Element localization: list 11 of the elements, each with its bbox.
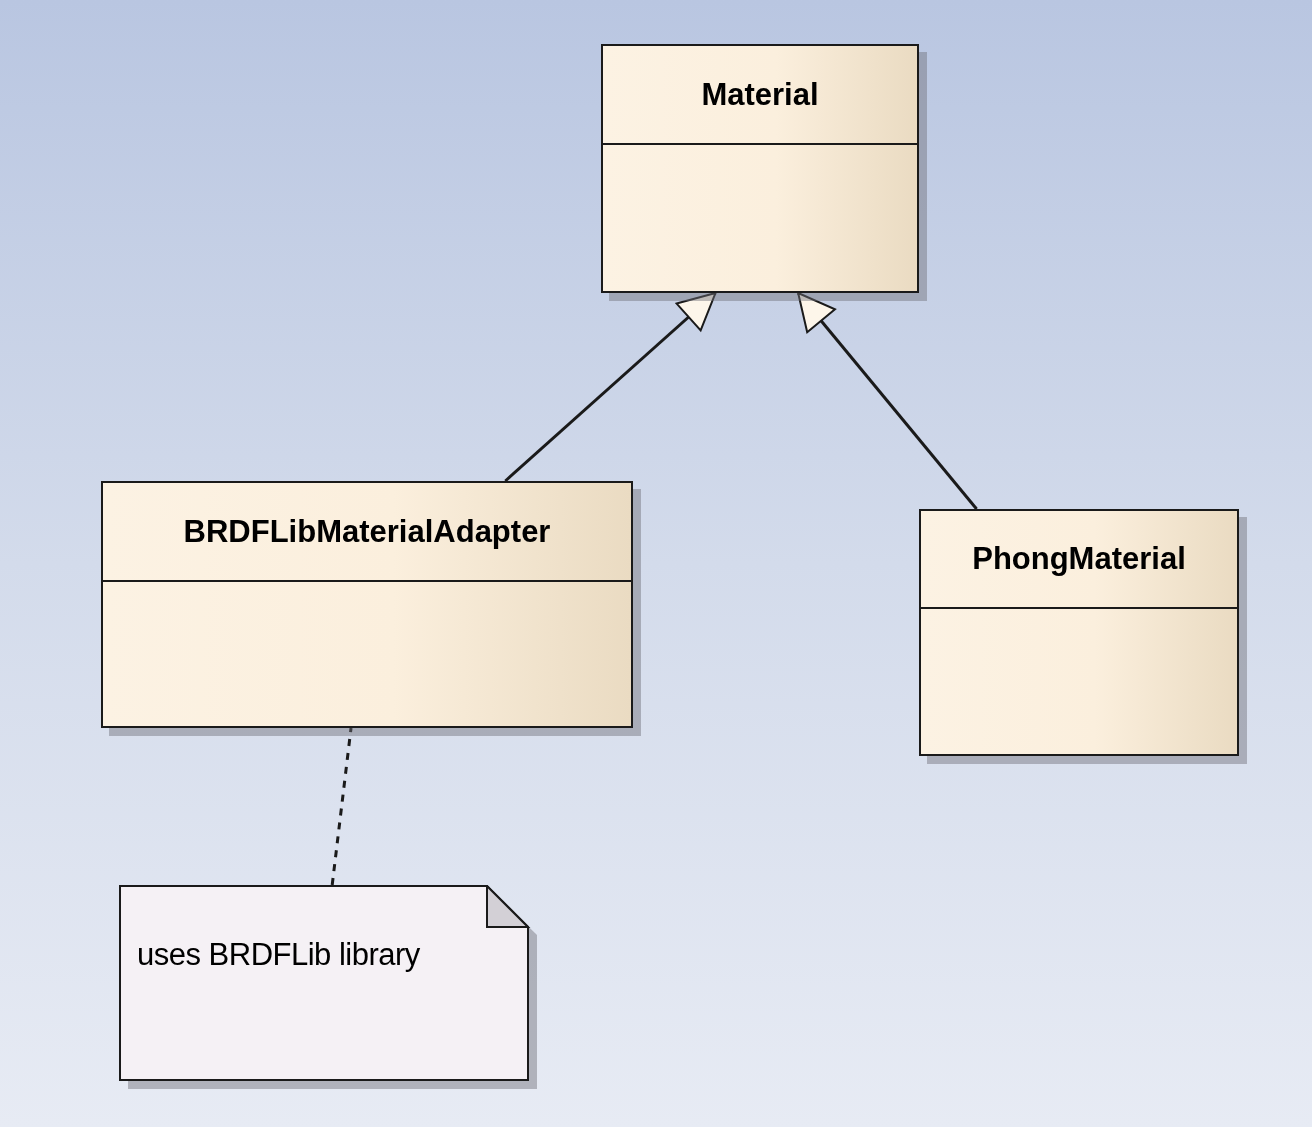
class-box	[919, 509, 1239, 756]
class-name: BRDFLibMaterialAdapter	[183, 513, 551, 550]
connector-line	[330, 727, 353, 886]
class-name: Material	[701, 76, 819, 113]
note	[119, 885, 537, 1089]
generalization-arrow	[797, 292, 978, 510]
class-box	[101, 481, 633, 728]
class-box	[601, 44, 919, 293]
note-text: uses BRDFLib library	[137, 937, 420, 973]
generalization-arrow	[504, 291, 717, 483]
class-name: PhongMaterial	[972, 541, 1186, 577]
